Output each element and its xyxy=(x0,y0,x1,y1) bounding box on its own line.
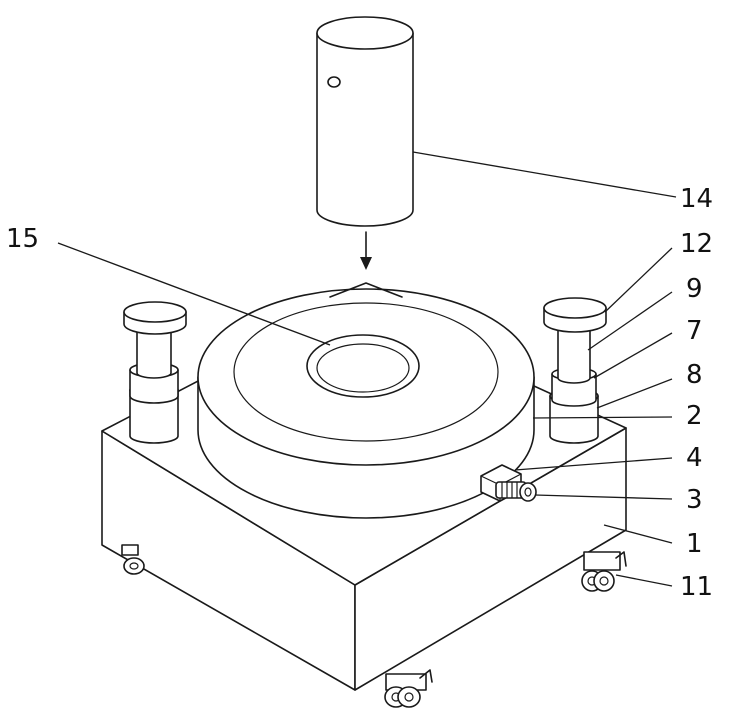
label-15: 15 xyxy=(6,224,39,254)
label-12: 12 xyxy=(680,229,713,259)
label-14: 14 xyxy=(680,184,713,214)
center-ring-15 xyxy=(306,334,420,398)
label-4: 4 xyxy=(686,443,703,473)
right-column xyxy=(543,297,607,444)
leader-lines xyxy=(57,151,677,587)
label-2: 2 xyxy=(686,401,703,431)
down-arrow xyxy=(360,231,372,270)
column-rod-9 xyxy=(557,329,591,384)
label-11: 11 xyxy=(680,572,713,602)
label-7: 7 xyxy=(686,316,703,346)
caster-front xyxy=(384,669,433,708)
caster-left xyxy=(121,544,145,575)
label-1: 1 xyxy=(686,529,703,559)
turntable xyxy=(197,282,535,519)
alignment-mark xyxy=(329,282,403,298)
left-column xyxy=(123,301,187,444)
motor xyxy=(480,464,537,502)
label-3: 3 xyxy=(686,485,703,515)
turntable-groove xyxy=(233,302,499,442)
part-labels: 14 15 12 9 7 8 2 4 3 1 11 xyxy=(6,184,713,602)
caster-right xyxy=(581,551,627,592)
cylinder-port xyxy=(327,76,341,88)
column-base-8 xyxy=(549,395,599,444)
label-8: 8 xyxy=(686,360,703,390)
upper-cylinder xyxy=(316,16,414,227)
label-9: 9 xyxy=(686,274,703,304)
center-ring-inner xyxy=(316,343,410,393)
